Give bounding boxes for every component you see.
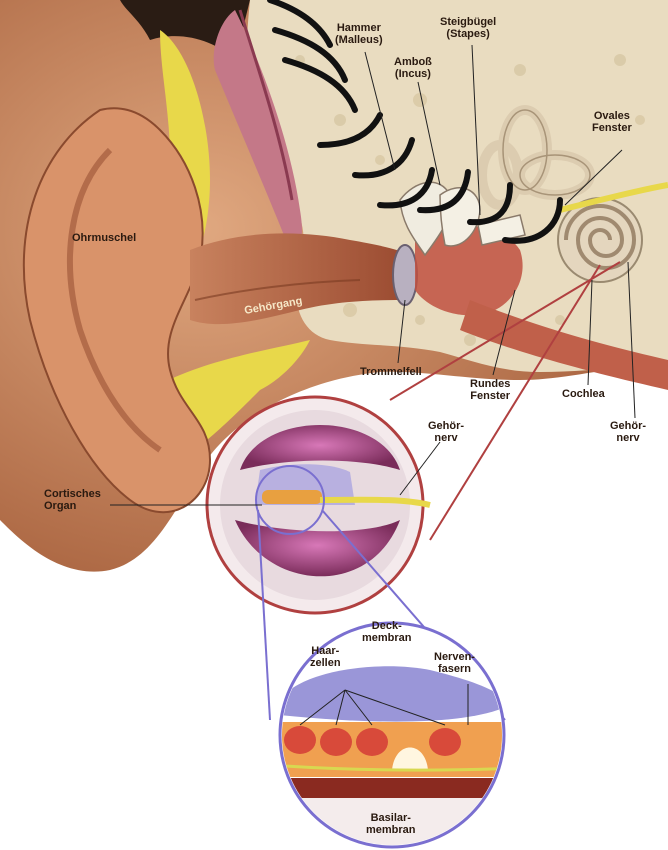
label-gehoernerv-right: Gehör-nerv (610, 420, 646, 444)
label-trommelfell: Trommelfell (360, 366, 422, 378)
label-cochlea: Cochlea (562, 388, 605, 400)
label-rundes-fenster: RundesFenster (470, 378, 510, 402)
label-steigbuegel: Steigbügel(Stapes) (440, 16, 496, 40)
label-nervenfasern: Nerven-fasern (434, 651, 475, 675)
cochlea (558, 198, 642, 282)
label-cortisches-organ: CortischesOrgan (44, 488, 101, 512)
temporal-bone (246, 0, 668, 372)
label-hammer: Hammer(Malleus) (335, 22, 383, 46)
label-haarzellen: Haar-zellen (310, 645, 341, 669)
label-ohrmuschel: Ohrmuschel (72, 232, 136, 244)
label-deckmembran: Deck-membran (362, 620, 412, 644)
label-basilarmembran: Basilar-membran (366, 812, 416, 836)
eardrum (393, 245, 417, 305)
organ-of-corti (262, 490, 322, 504)
label-gehoernerv-inner: Gehör-nerv (428, 420, 464, 444)
label-ovales-fenster: OvalesFenster (592, 110, 632, 134)
label-amboss: Amboß(Incus) (394, 56, 432, 80)
basilar-membrane (270, 778, 520, 798)
